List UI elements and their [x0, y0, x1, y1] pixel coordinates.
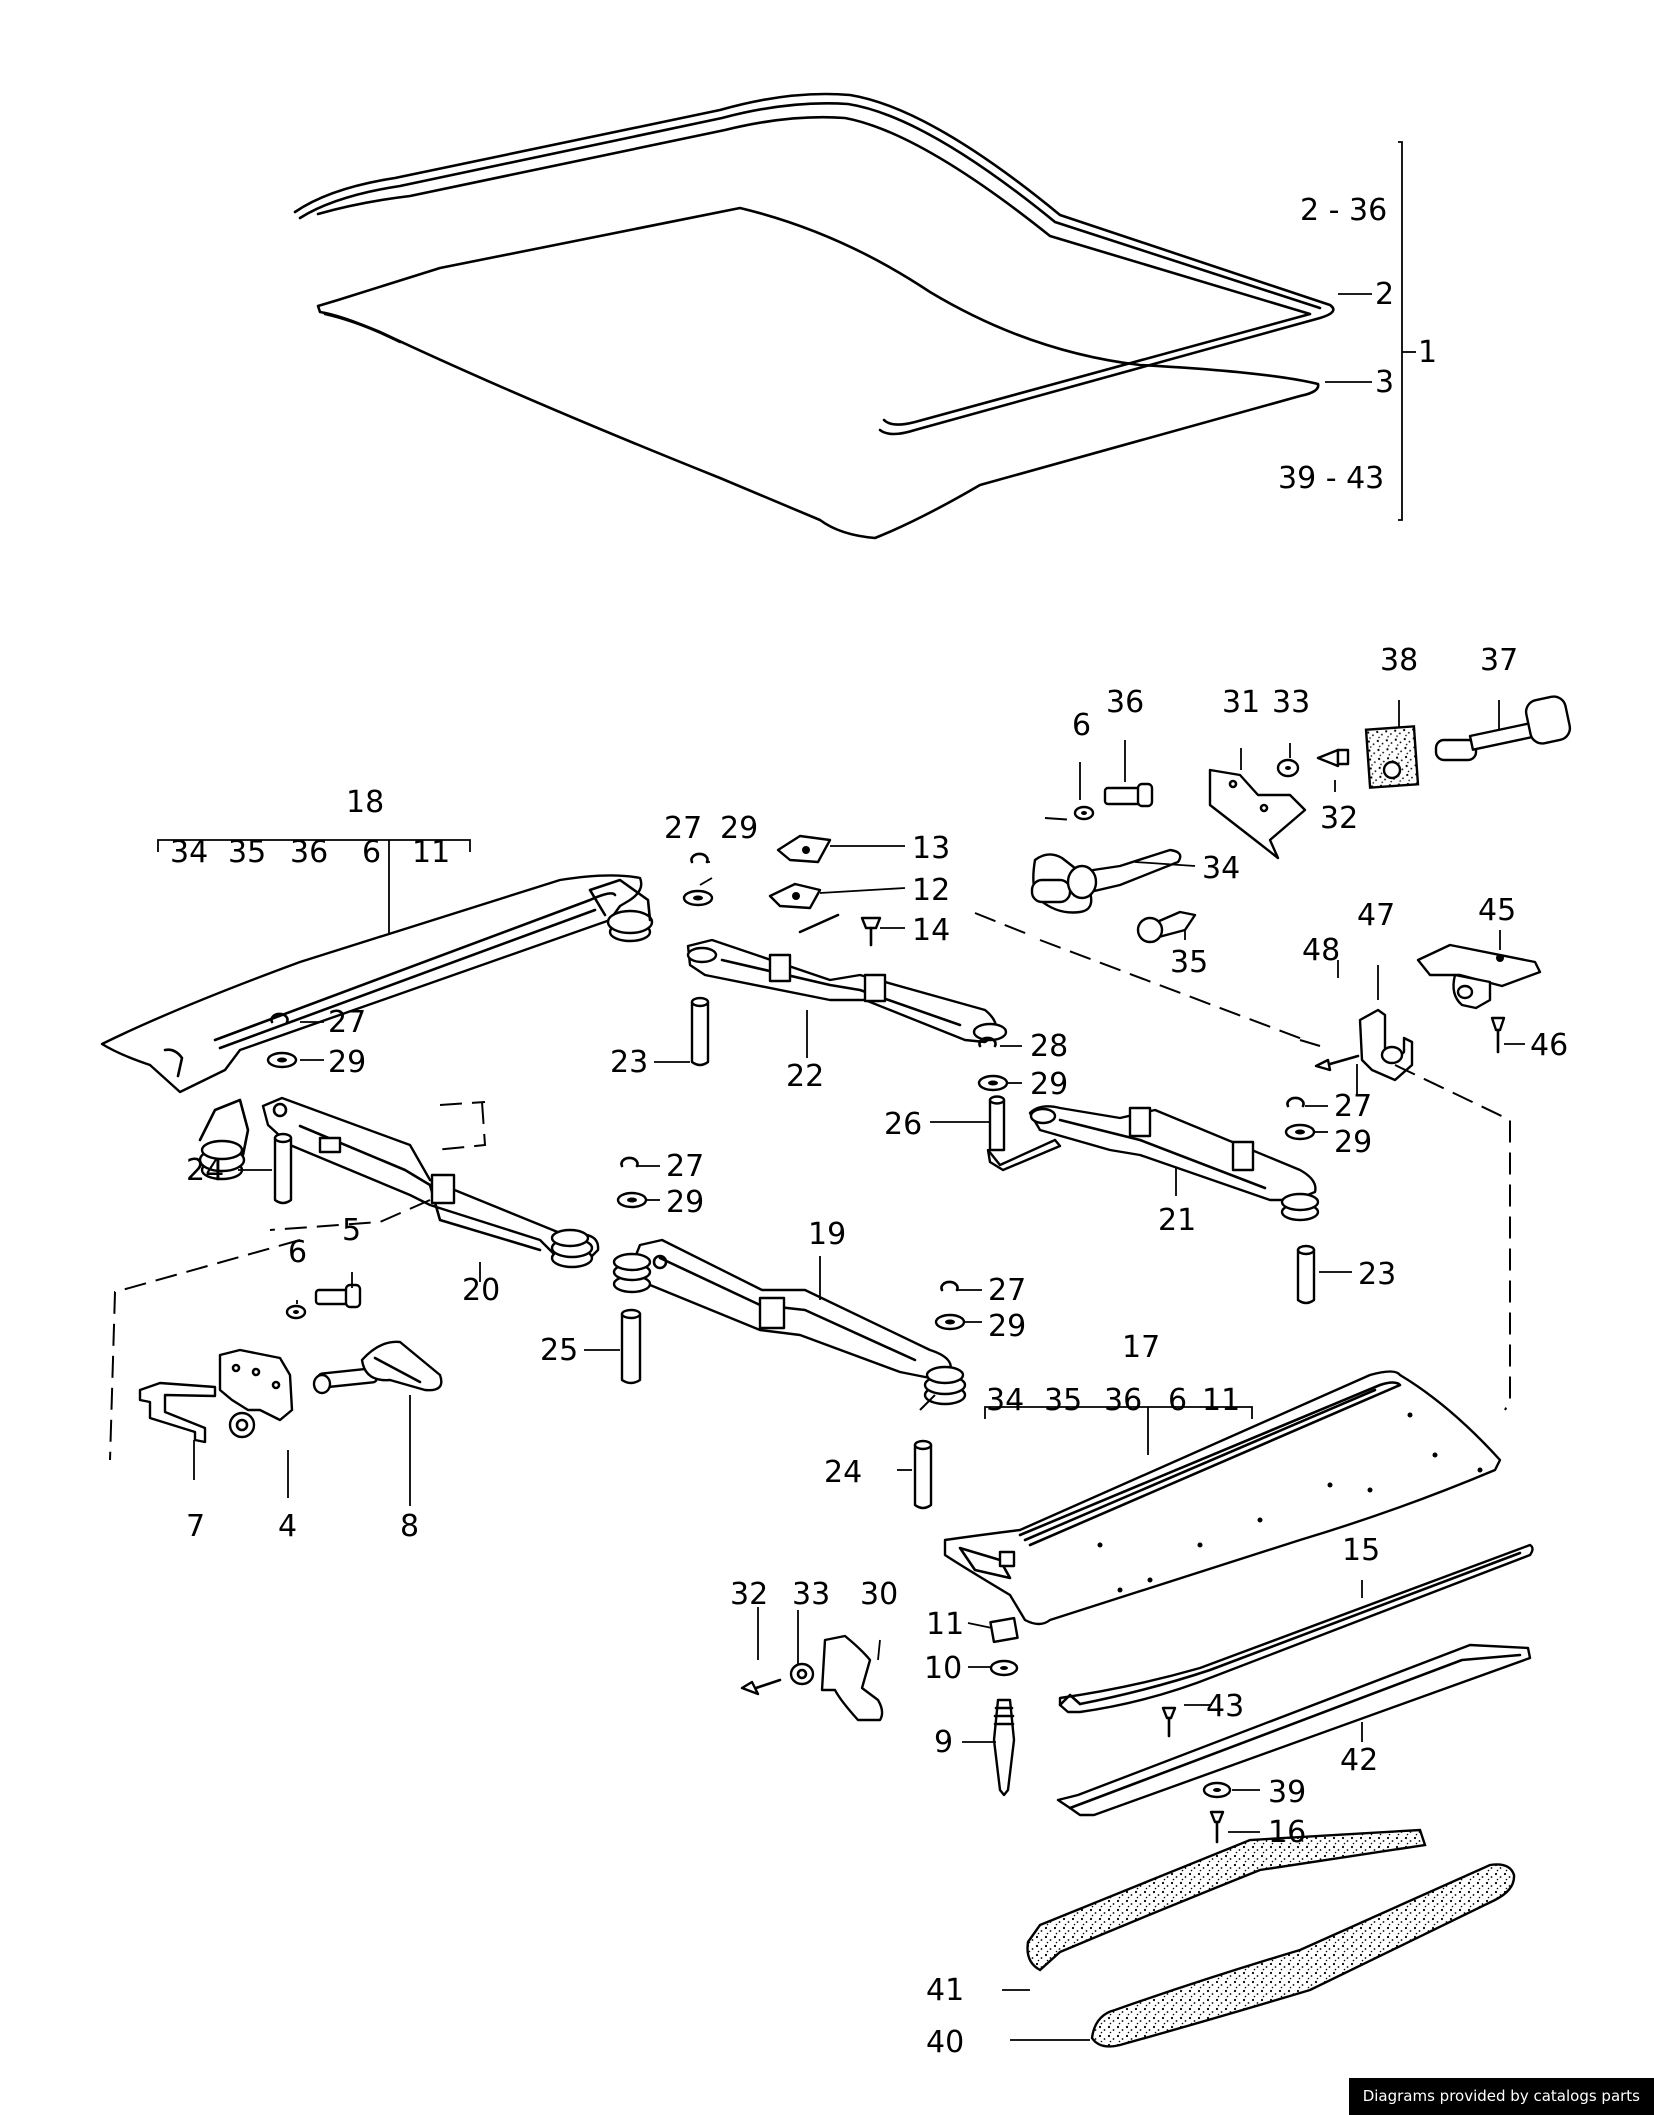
- left-latch-parts: [138, 1283, 443, 1444]
- arm-19: [612, 1238, 967, 1406]
- callout-26: 26: [884, 1107, 922, 1142]
- callout-37: 37: [1480, 643, 1518, 678]
- callout-16: 16: [1268, 1815, 1306, 1850]
- clips-and-washers: [266, 852, 1316, 1331]
- callout-6-left: 6: [288, 1235, 307, 1270]
- callout-31: 31: [1222, 685, 1260, 720]
- group-17-item-34: 34: [986, 1383, 1024, 1418]
- callout-3: 3: [1375, 365, 1394, 400]
- group-18-item-6: 6: [362, 835, 381, 870]
- callout-29-d: 29: [1334, 1125, 1372, 1160]
- callout-27-c: 27: [1334, 1089, 1372, 1124]
- credit-badge: Diagrams provided by catalogs parts: [1348, 2078, 1654, 2115]
- callout-29-a: 29: [720, 811, 758, 846]
- pin-parts: [273, 996, 1316, 1510]
- callout-30: 30: [860, 1577, 898, 1612]
- callout-34-top: 34: [1202, 851, 1240, 886]
- group-18-item-11: 11: [412, 835, 450, 870]
- arm-22: [686, 938, 1008, 1044]
- callout-33-top: 33: [1272, 685, 1310, 720]
- callout-41: 41: [926, 1973, 964, 2008]
- callout-40: 40: [926, 2025, 964, 2060]
- callout-9: 9: [934, 1725, 953, 1760]
- callout-36-top: 36: [1106, 685, 1144, 720]
- callout-labels: 2 - 36 2 3 1 39 - 43 38 37 6 36 31 33 32…: [170, 193, 1568, 2060]
- callout-45: 45: [1478, 893, 1516, 928]
- callout-33-bottom: 33: [792, 1577, 830, 1612]
- dashed-reference-lines: [109, 817, 1511, 1461]
- callout-18: 18: [346, 785, 384, 820]
- callout-48: 48: [1302, 933, 1340, 968]
- callout-28: 28: [1030, 1029, 1068, 1064]
- callout-2: 2: [1375, 277, 1394, 312]
- callout-35-top: 35: [1170, 945, 1208, 980]
- group-17-item-35: 35: [1044, 1383, 1082, 1418]
- group-18-item-34: 34: [170, 835, 208, 870]
- callout-39-43: 39 - 43: [1278, 461, 1384, 496]
- callout-24-b: 24: [824, 1455, 862, 1490]
- callout-27-b: 27: [328, 1005, 366, 1040]
- callout-15: 15: [1342, 1533, 1380, 1568]
- callout-19: 19: [808, 1217, 846, 1252]
- callout-17: 17: [1122, 1330, 1160, 1365]
- callout-27-d: 27: [666, 1149, 704, 1184]
- callout-10: 10: [924, 1651, 962, 1686]
- callout-39: 39: [1268, 1775, 1306, 1810]
- callout-7: 7: [186, 1509, 205, 1544]
- brackets-45-47: [1314, 943, 1542, 1082]
- part-18-cover: [100, 874, 654, 1181]
- callout-29-b: 29: [1030, 1067, 1068, 1102]
- callout-46: 46: [1530, 1028, 1568, 1063]
- callout-32-bottom: 32: [730, 1577, 768, 1612]
- callout-12: 12: [912, 873, 950, 908]
- parts-12-13-14: [768, 834, 882, 947]
- callout-2-36: 2 - 36: [1300, 193, 1387, 228]
- part-17-cover: [943, 1370, 1502, 1626]
- callout-27-a: 27: [664, 811, 702, 846]
- callout-8: 8: [400, 1509, 419, 1544]
- callout-14: 14: [912, 913, 950, 948]
- callout-27-e: 27: [988, 1273, 1026, 1308]
- callout-20: 20: [462, 1273, 500, 1308]
- callout-21: 21: [1158, 1203, 1196, 1238]
- upper-right-hardware: [1030, 695, 1572, 944]
- callout-23-a: 23: [610, 1045, 648, 1080]
- callout-1: 1: [1418, 335, 1437, 370]
- arm-20: [261, 1096, 600, 1269]
- callout-25: 25: [540, 1333, 578, 1368]
- roof-panel: [293, 92, 1416, 540]
- callout-24-a: 24: [186, 1153, 224, 1188]
- group-17-item-6: 6: [1168, 1383, 1187, 1418]
- callout-5: 5: [342, 1213, 361, 1248]
- group-17-item-11: 11: [1202, 1383, 1240, 1418]
- callout-32-top: 32: [1320, 801, 1358, 836]
- callout-29-c: 29: [328, 1045, 366, 1080]
- callout-6-top: 6: [1072, 708, 1091, 743]
- callout-29-e: 29: [666, 1185, 704, 1220]
- callout-42: 42: [1340, 1743, 1378, 1778]
- group-18-item-36: 36: [290, 835, 328, 870]
- callout-4: 4: [278, 1509, 297, 1544]
- callout-13: 13: [912, 831, 950, 866]
- callout-47: 47: [1357, 898, 1395, 933]
- arm-21: [1028, 1105, 1320, 1222]
- callout-29-f: 29: [988, 1309, 1026, 1344]
- callout-38: 38: [1380, 643, 1418, 678]
- callout-11-bottom: 11: [926, 1607, 964, 1642]
- bottom-parts: [740, 1543, 1534, 2048]
- leader-lines: [157, 700, 1525, 2041]
- group-18-item-35: 35: [228, 835, 266, 870]
- callout-22: 22: [786, 1059, 824, 1094]
- callout-43: 43: [1206, 1689, 1244, 1724]
- callout-23-b: 23: [1358, 1257, 1396, 1292]
- group-17-item-36: 36: [1104, 1383, 1142, 1418]
